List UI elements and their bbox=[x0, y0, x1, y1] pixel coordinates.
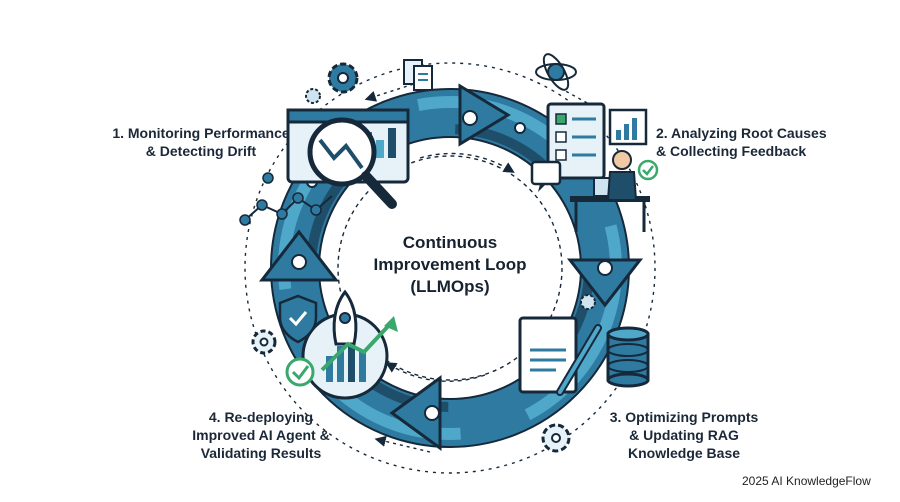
gear-icon bbox=[580, 294, 596, 310]
center-title: Continuous Improvement Loop (LLMOps) bbox=[350, 232, 550, 298]
document-pen-icon bbox=[518, 316, 602, 396]
outer-arrow-right bbox=[559, 87, 605, 113]
inner-arrow-top bbox=[419, 152, 515, 173]
center-title-line: Improvement Loop bbox=[373, 255, 527, 274]
gear-icon bbox=[251, 329, 277, 355]
ring-arrow-left bbox=[258, 229, 340, 282]
ring-arrow-right bbox=[566, 258, 644, 308]
step-4-line: Validating Results bbox=[200, 445, 322, 461]
rocket-icon bbox=[285, 289, 398, 400]
gear-icon bbox=[305, 88, 321, 104]
step-1-line: 1. Monitoring Performance bbox=[112, 125, 290, 141]
network-graph-icon bbox=[239, 172, 333, 226]
step-3-line: & Updating RAG bbox=[629, 427, 739, 443]
gear-icon bbox=[541, 423, 571, 453]
step-2-line: 2. Analyzing Root Causes bbox=[656, 125, 827, 141]
database-icon bbox=[606, 326, 650, 388]
step-4-line: 4. Re-deploying bbox=[208, 409, 314, 425]
outer-arrow-bottom bbox=[374, 435, 431, 453]
step-2-label: 2. Analyzing Root Causes & Collecting Fe… bbox=[656, 124, 827, 160]
check-badge-icon bbox=[637, 159, 659, 181]
step-3-line: Knowledge Base bbox=[627, 445, 741, 461]
footer-credit: 2025 AI KnowledgeFlow bbox=[742, 474, 871, 488]
center-title-line: Continuous bbox=[402, 233, 498, 252]
analyst-at-desk-icon bbox=[546, 102, 650, 232]
center-title-line: (LLMOps) bbox=[410, 277, 490, 296]
step-1-label: 1. Monitoring Performance & Detecting Dr… bbox=[112, 124, 290, 160]
chat-bubble-icon bbox=[530, 160, 562, 192]
inner-dashed-circle bbox=[337, 155, 563, 381]
shield-check-icon bbox=[278, 294, 318, 344]
step-3-line: 3. Optimizing Prompts bbox=[609, 409, 759, 425]
documents-icon bbox=[403, 59, 433, 91]
ring-node bbox=[514, 122, 526, 134]
ring-arrow-bottom bbox=[389, 375, 442, 451]
step-1-line: & Detecting Drift bbox=[145, 143, 257, 159]
step-4-label: 4. Re-deploying Improved AI Agent & Vali… bbox=[180, 408, 342, 462]
magnifier-chart-icon bbox=[307, 117, 397, 209]
step-2-line: & Collecting Feedback bbox=[656, 143, 807, 159]
atom-icon bbox=[535, 53, 577, 91]
gear-icon bbox=[327, 62, 359, 94]
step-4-line: Improved AI Agent & bbox=[192, 427, 330, 443]
ring-arrow-top bbox=[458, 83, 511, 147]
outer-dashed-circle bbox=[244, 62, 656, 474]
step-3-label: 3. Optimizing Prompts & Updating RAG Kno… bbox=[604, 408, 764, 462]
